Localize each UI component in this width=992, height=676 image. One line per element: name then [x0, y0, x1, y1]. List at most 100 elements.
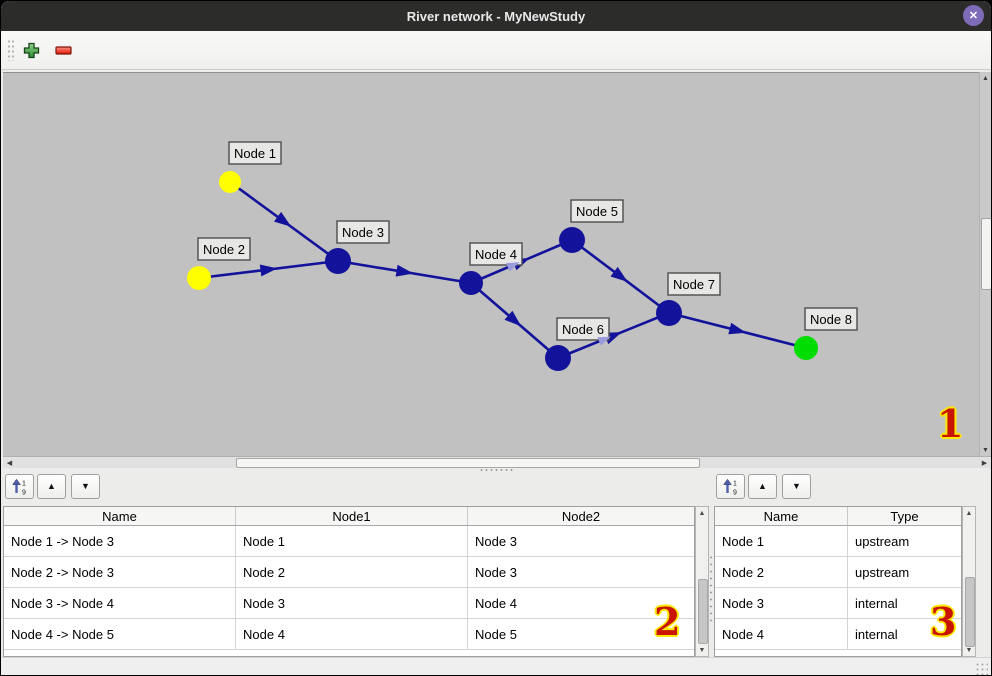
- table-cell[interactable]: Node 3: [715, 588, 848, 618]
- node-circle[interactable]: [559, 227, 585, 253]
- edge-arrow-icon: [274, 211, 292, 227]
- node-label-box[interactable]: [197, 237, 251, 261]
- scroll-right-icon[interactable]: ▶: [981, 459, 988, 467]
- node-circle[interactable]: [794, 336, 818, 360]
- node-circle[interactable]: [187, 266, 211, 290]
- table-row[interactable]: Node 3 internal: [715, 588, 961, 619]
- status-bar: [1, 657, 991, 675]
- table-row[interactable]: Node 1 upstream: [715, 526, 961, 557]
- table-cell[interactable]: upstream: [855, 564, 910, 580]
- move-reach-up-button[interactable]: ▲: [37, 474, 66, 499]
- vertical-splitter-handle[interactable]: [709, 554, 714, 626]
- column-header-name[interactable]: Name: [4, 507, 236, 525]
- scroll-down-icon[interactable]: ▼: [965, 646, 973, 654]
- table-cell[interactable]: Node 4: [715, 619, 848, 649]
- canvas-vertical-scrollbar[interactable]: ▲ ▼: [979, 72, 991, 456]
- scroll-down-icon[interactable]: ▼: [698, 646, 706, 654]
- scroll-down-icon[interactable]: ▼: [982, 446, 989, 454]
- node-label: Node 2: [203, 242, 245, 257]
- scroll-up-icon[interactable]: ▲: [698, 509, 706, 517]
- nodes-table-scrollbar[interactable]: ▲ ▼: [962, 506, 976, 657]
- node-circle[interactable]: [325, 248, 351, 274]
- down-triangle-icon: ▼: [792, 481, 801, 491]
- node-circle[interactable]: [459, 271, 483, 295]
- node-label: Node 6: [562, 322, 604, 337]
- node-label: Node 5: [576, 204, 618, 219]
- annotation-mark-2: 2: [654, 599, 681, 644]
- edge-arrow-artifact-icon: [506, 262, 520, 272]
- table-cell[interactable]: Node 3: [475, 533, 517, 549]
- node-circle[interactable]: [656, 300, 682, 326]
- node-label-box[interactable]: [228, 141, 282, 165]
- table-cell[interactable]: Node 3 -> Node 4: [4, 588, 236, 618]
- table-cell[interactable]: Node 5: [475, 626, 517, 642]
- move-node-down-button[interactable]: ▼: [782, 474, 811, 499]
- edge-arrow-icon: [610, 266, 628, 282]
- table-cell[interactable]: Node 3: [236, 588, 468, 618]
- table-cell[interactable]: Node 3: [475, 564, 517, 580]
- vertical-scrollbar-thumb[interactable]: [981, 218, 991, 290]
- table-cell[interactable]: Node 1 -> Node 3: [4, 526, 236, 556]
- node-label-box[interactable]: [336, 220, 390, 244]
- remove-button[interactable]: [51, 38, 75, 62]
- reaches-table-header: Name Node1 Node2: [4, 507, 694, 526]
- close-button[interactable]: ✕: [963, 5, 984, 26]
- table-cell[interactable]: internal: [855, 626, 898, 642]
- table-cell[interactable]: Node 4 -> Node 5: [4, 619, 236, 649]
- titlebar[interactable]: River network - MyNewStudy ✕: [1, 1, 991, 31]
- move-node-up-button[interactable]: ▲: [748, 474, 777, 499]
- nodes-table-header: Name Type: [715, 507, 961, 526]
- node-label-box[interactable]: [556, 317, 610, 341]
- table-cell[interactable]: Node 4: [475, 595, 517, 611]
- scrollbar-thumb[interactable]: [965, 577, 975, 647]
- resize-grip[interactable]: [975, 662, 988, 675]
- node-circle[interactable]: [545, 345, 571, 371]
- add-button[interactable]: [19, 38, 43, 62]
- column-header-type[interactable]: Type: [890, 508, 919, 524]
- column-header-name[interactable]: Name: [715, 507, 848, 525]
- sort-reaches-button[interactable]: 1 9: [5, 474, 34, 499]
- reaches-table-scrollbar[interactable]: ▲ ▼: [695, 506, 709, 657]
- table-cell[interactable]: Node 4: [236, 619, 468, 649]
- close-icon: ✕: [968, 10, 979, 22]
- column-header-node2[interactable]: Node2: [561, 508, 601, 524]
- sort-1-9-icon: 1 9: [11, 478, 26, 496]
- horizontal-splitter-handle[interactable]: [479, 468, 515, 473]
- table-cell[interactable]: Node 2: [715, 557, 848, 587]
- sort-nodes-button[interactable]: 1 9: [716, 474, 745, 499]
- node-label-box[interactable]: [469, 242, 523, 266]
- annotation-mark-3: 3: [930, 599, 957, 644]
- up-triangle-icon: ▲: [758, 481, 767, 491]
- annotation-mark-1: 1: [937, 401, 964, 446]
- table-cell[interactable]: Node 2 -> Node 3: [4, 557, 236, 587]
- table-row[interactable]: Node 2 upstream: [715, 557, 961, 588]
- table-cell[interactable]: Node 1: [715, 526, 848, 556]
- scrollbar-thumb[interactable]: [698, 579, 708, 644]
- table-row[interactable]: Node 4 internal: [715, 619, 961, 650]
- table-cell[interactable]: internal: [855, 595, 898, 611]
- column-header-node1[interactable]: Node1: [236, 507, 468, 525]
- node-circle[interactable]: [219, 171, 241, 193]
- scroll-up-icon[interactable]: ▲: [965, 509, 973, 517]
- canvas-horizontal-scrollbar[interactable]: ◀ ▶: [3, 456, 991, 468]
- plus-icon: [23, 42, 39, 58]
- scroll-left-icon[interactable]: ◀: [6, 459, 13, 467]
- table-cell[interactable]: Node 2: [236, 557, 468, 587]
- toolbar-drag-handle[interactable]: [7, 39, 15, 61]
- table-cell[interactable]: upstream: [855, 533, 910, 549]
- table-cell[interactable]: Node 1: [236, 526, 468, 556]
- window-title: River network - MyNewStudy: [406, 8, 586, 24]
- move-reach-down-button[interactable]: ▼: [71, 474, 100, 499]
- node-label-box[interactable]: [804, 307, 858, 331]
- scroll-up-icon[interactable]: ▲: [982, 74, 989, 82]
- horizontal-scrollbar-thumb[interactable]: [236, 458, 700, 468]
- node-label-box[interactable]: [667, 272, 721, 296]
- node-label-box[interactable]: [570, 199, 624, 223]
